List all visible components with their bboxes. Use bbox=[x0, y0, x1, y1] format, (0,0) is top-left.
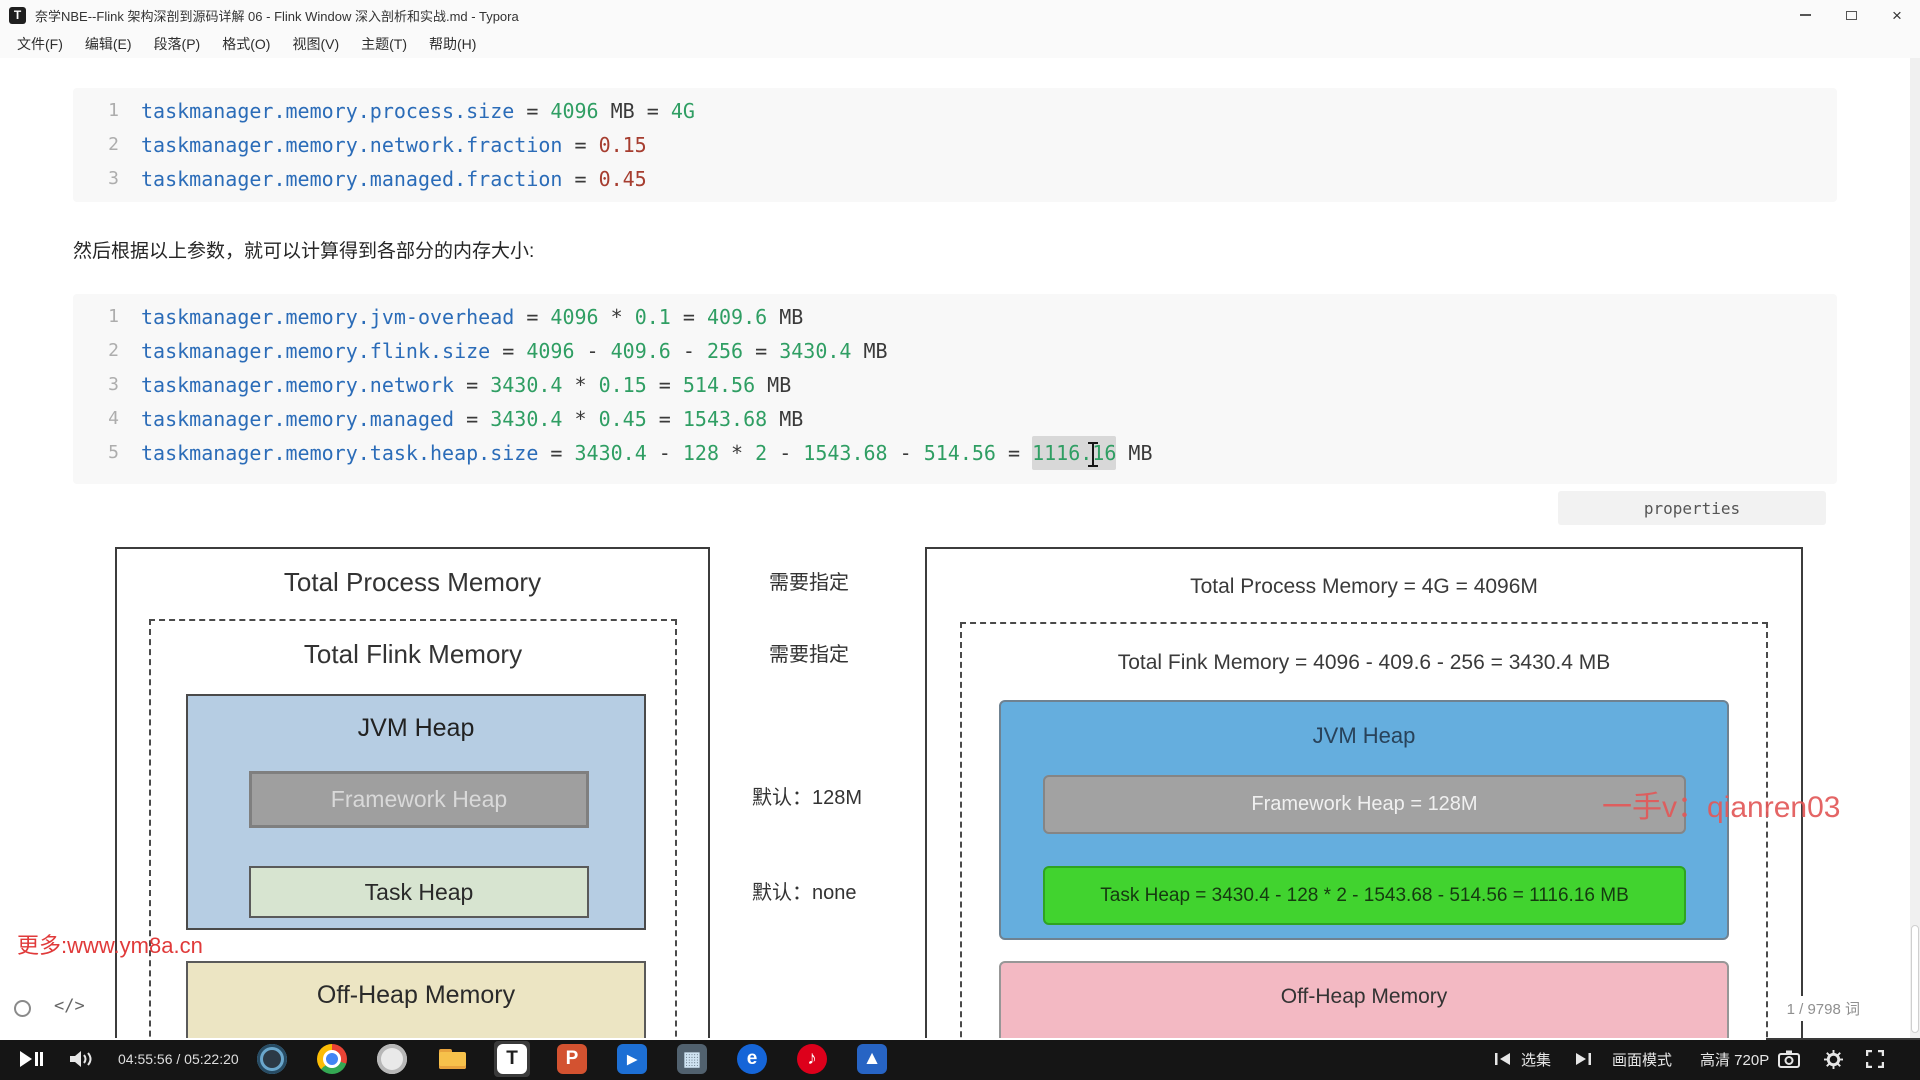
menu-item-edit[interactable]: 编辑(E) bbox=[84, 36, 132, 52]
line-number: 2 bbox=[108, 134, 119, 155]
watermark-left: 更多:www.ym8a.cn bbox=[17, 933, 203, 958]
diagram-left-framework-heap-box: Framework Heap bbox=[249, 771, 589, 828]
code-language-badge[interactable]: properties bbox=[1558, 491, 1826, 525]
diagram-left-total-process-title: Total Process Memory bbox=[283, 567, 542, 597]
diagram-left-total-flink-box bbox=[149, 619, 677, 1038]
next-episode-button[interactable] bbox=[1575, 1038, 1592, 1080]
diagram-left-offheap-title: Off-Heap Memory bbox=[316, 981, 516, 1009]
volume-button[interactable] bbox=[70, 1038, 94, 1080]
annotation-default-128m: 默认：128M bbox=[752, 787, 863, 809]
annotation-need-specify-1: 需要指定 bbox=[769, 572, 849, 594]
scrollbar-track[interactable] bbox=[1910, 58, 1920, 1038]
picture-mode-button[interactable]: 画面模式 bbox=[1612, 1051, 1673, 1069]
taskbar-media-player-icon[interactable]: ▸ bbox=[614, 1041, 650, 1077]
line-number: 2 bbox=[108, 340, 119, 361]
prev-episode-button[interactable] bbox=[1494, 1038, 1511, 1080]
taskbar-netease-music-icon[interactable]: ♪ bbox=[794, 1041, 830, 1077]
word-count-badge[interactable]: 1 / 9798 词 bbox=[1780, 996, 1866, 1021]
diagram-right-task-heap-box: Task Heap = 3430.4 - 128 * 2 - 1543.68 -… bbox=[1043, 866, 1686, 925]
diagram-right-offheap-box bbox=[999, 961, 1729, 1038]
menu-item-view[interactable]: 视图(V) bbox=[292, 36, 340, 52]
scrollbar-thumb[interactable] bbox=[1911, 925, 1919, 1033]
line-number: 5 bbox=[108, 442, 119, 463]
typora-logo-icon: T bbox=[9, 6, 26, 24]
taskbar-typora-icon[interactable]: T bbox=[494, 1041, 530, 1077]
screenshot-button[interactable] bbox=[1778, 1038, 1800, 1080]
episodes-button[interactable]: 选集 bbox=[1521, 1051, 1552, 1069]
diagram-left-jvm-heap-title: JVM Heap bbox=[357, 714, 475, 742]
menu-item-theme[interactable]: 主题(T) bbox=[361, 36, 408, 52]
diagram-right-jvm-heap-title: JVM Heap bbox=[1312, 723, 1416, 748]
menu-bar: 文件(F) 编辑(E) 段落(P) 格式(O) 视图(V) 主题(T) 帮助(H… bbox=[0, 30, 1920, 58]
playback-time: 04:55:56 / 05:22:20 bbox=[118, 1051, 239, 1067]
window-title: 奈学NBE--Flink 架构深剖到源码详解 06 - Flink Window… bbox=[35, 8, 519, 24]
annotation-default-none: 默认：none bbox=[752, 882, 857, 904]
menu-item-format[interactable]: 格式(O) bbox=[222, 36, 271, 52]
fullscreen-button[interactable] bbox=[1866, 1038, 1884, 1080]
diagram-right-total-flink-title: Total Fink Memory = 4096 - 409.6 - 256 =… bbox=[1117, 651, 1611, 674]
maximize-icon bbox=[1845, 10, 1857, 20]
quality-button[interactable]: 高清 720P bbox=[1700, 1051, 1770, 1069]
line-number: 3 bbox=[108, 168, 119, 189]
taskbar-photos-icon[interactable]: ▲ bbox=[854, 1041, 890, 1077]
line-number: 4 bbox=[108, 408, 119, 429]
maximize-button[interactable] bbox=[1828, 0, 1874, 30]
diagram-left-task-heap-box: Task Heap bbox=[249, 866, 589, 918]
line-number: 3 bbox=[108, 374, 119, 395]
video-progress-track[interactable] bbox=[0, 1038, 1920, 1040]
title-bar: T 奈学NBE--Flink 架构深剖到源码详解 06 - Flink Wind… bbox=[0, 0, 1920, 30]
taskbar-folder-icon[interactable] bbox=[434, 1041, 470, 1077]
video-progress-fill bbox=[0, 1038, 1767, 1040]
menu-item-file[interactable]: 文件(F) bbox=[17, 36, 63, 52]
menu-item-paragraph[interactable]: 段落(P) bbox=[153, 36, 201, 52]
line-number: 1 bbox=[108, 100, 119, 121]
minimize-icon bbox=[1799, 14, 1811, 16]
taskbar-chrome-icon[interactable] bbox=[314, 1041, 350, 1077]
play-pause-button[interactable] bbox=[20, 1038, 44, 1080]
menu-item-help[interactable]: 帮助(H) bbox=[429, 36, 477, 52]
line-number: 1 bbox=[108, 306, 119, 327]
text-cursor-icon bbox=[1085, 441, 1101, 473]
source-mode-toggle-icon[interactable]: </> bbox=[54, 996, 85, 1016]
taskbar-powerpoint-icon[interactable]: P bbox=[554, 1041, 590, 1077]
diagram-left-offheap-box bbox=[186, 961, 646, 1038]
taskbar-app-circle-icon[interactable] bbox=[374, 1041, 410, 1077]
watermark-right: 一手v：qianren03 bbox=[1602, 791, 1841, 824]
settings-gear-button[interactable] bbox=[1824, 1038, 1843, 1080]
diagram-right-framework-heap-box: Framework Heap = 128M bbox=[1043, 775, 1686, 834]
minimize-button[interactable] bbox=[1782, 0, 1828, 30]
taskbar-target-browser-icon[interactable] bbox=[254, 1041, 290, 1077]
paragraph-text[interactable]: 然后根据以上参数，就可以计算得到各部分的内存大小: bbox=[73, 241, 535, 262]
diagram-right-offheap-title: Off-Heap Memory bbox=[1280, 985, 1448, 1008]
annotation-need-specify-2: 需要指定 bbox=[769, 644, 849, 666]
diagram-right-total-flink-box bbox=[960, 622, 1768, 1038]
taskbar-app-blue-circle-icon[interactable]: e bbox=[734, 1041, 770, 1077]
diagram-left-total-flink-title: Total Flink Memory bbox=[303, 639, 523, 669]
close-button[interactable]: × bbox=[1874, 0, 1920, 30]
diagram-right-total-process-title: Total Process Memory = 4G = 4096M bbox=[1190, 575, 1538, 598]
outline-toggle-icon[interactable] bbox=[14, 1000, 31, 1017]
taskbar-app-gray-blue-icon[interactable]: ▦ bbox=[674, 1041, 710, 1077]
close-icon: × bbox=[1892, 5, 1902, 25]
